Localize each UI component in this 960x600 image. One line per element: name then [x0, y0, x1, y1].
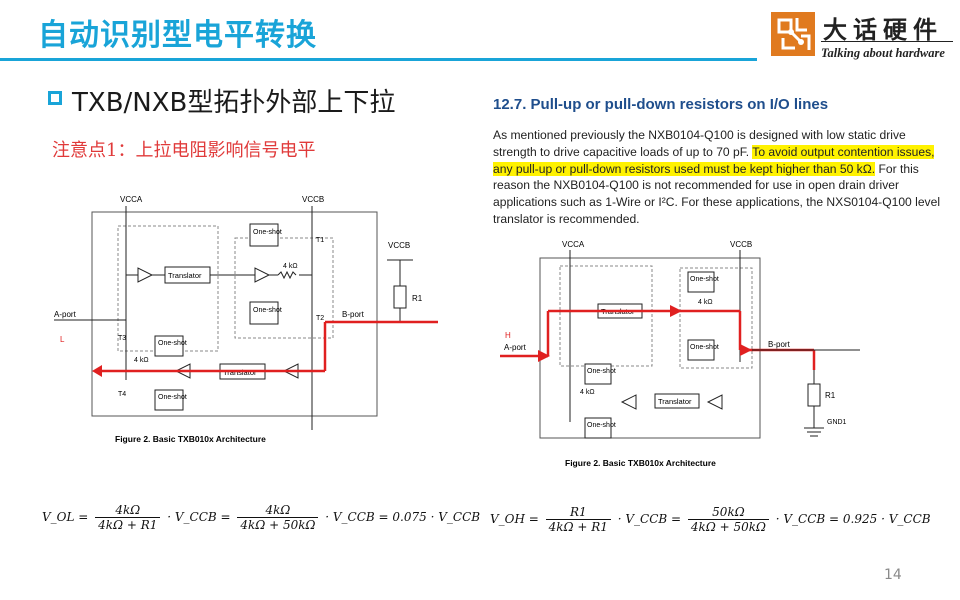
page-number: 14	[884, 567, 902, 583]
right-gnd-label: GND1	[827, 419, 847, 426]
right-buffer-bottom-icon	[620, 394, 637, 410]
bullet-text: TXB/NXB型拓扑外部上下拉	[72, 88, 396, 118]
right-arrow-mid-icon	[670, 305, 682, 317]
eq-left-f1-den: 4kΩ + R1	[98, 518, 158, 532]
eq-left-f2-num: 4kΩ	[237, 503, 319, 518]
left-a-port-label: A-port	[54, 310, 77, 319]
right-arrow-a-icon	[538, 350, 550, 362]
datasheet-section-title: 12.7. Pull-up or pull-down resistors on …	[493, 96, 829, 113]
right-oneshot-2: One-shot	[690, 344, 719, 351]
left-b-port-label: B-port	[342, 310, 365, 319]
left-signal-path	[102, 320, 438, 373]
eq-left-lhs: V_OL =	[42, 510, 89, 524]
left-oneshot-3: One-shot	[158, 340, 187, 347]
right-vccb-label: VCCB	[730, 240, 752, 249]
eq-right-lhs: V_OH =	[490, 512, 539, 526]
left-t2-label: T2	[316, 315, 324, 322]
para-part-2: For this reason the NXB0104-Q100 is not …	[493, 161, 941, 226]
bullet-heading: TXB/NXB型拓扑外部上下拉	[48, 82, 395, 119]
eq-left-f1-num: 4kΩ	[95, 503, 161, 518]
eq-right-f1-num: R1	[545, 505, 611, 520]
circuit-logo-icon	[771, 12, 815, 56]
slide-title: 自动识别型电平转换	[38, 18, 317, 53]
datasheet-paragraph: As mentioned previously the NXB0104-Q100…	[493, 127, 948, 228]
right-res-bottom-label: 4 kΩ	[580, 389, 595, 396]
left-translator-top-label: Translator	[168, 271, 202, 280]
right-b-port-label: B-port	[768, 340, 791, 349]
left-oneshot-1: One-shot	[253, 229, 282, 236]
left-oneshot-4: One-shot	[158, 394, 187, 401]
right-a-level: H	[505, 331, 511, 340]
right-buffer-bottom-b-icon	[706, 394, 723, 410]
eq-right-tail: · V_CCB = 0.925 · V_CCB	[775, 512, 931, 526]
left-t1-label: T1	[316, 237, 324, 244]
square-bullet-icon	[48, 90, 62, 105]
eq-right-f1-den: 4kΩ + R1	[548, 520, 608, 534]
left-buffer-b-icon	[254, 267, 271, 283]
left-buffer-top-icon	[137, 267, 154, 283]
logo-rule	[821, 41, 953, 42]
left-diagram-caption: Figure 2. Basic TXB010x Architecture	[115, 434, 266, 444]
note-text: 注意点1：上拉电阻影响信号电平	[52, 140, 316, 161]
left-res-top-label: 4 kΩ	[283, 263, 298, 270]
left-t3-label: T3	[118, 335, 126, 342]
left-arrow-icon	[92, 365, 102, 377]
right-oneshot-4: One-shot	[587, 422, 616, 429]
left-vccb-label: VCCB	[302, 195, 324, 204]
right-translator-bottom-label: Translator	[658, 397, 692, 406]
logo-english-text: Talking about hardware	[821, 46, 945, 60]
left-translator-bottom-label: Translator	[223, 368, 257, 377]
right-oneshot-3: One-shot	[587, 368, 616, 375]
left-r1-label: R1	[412, 294, 423, 303]
brand-logo: 大话硬件 Talking about hardware	[771, 8, 956, 64]
right-arrow-b-icon	[740, 344, 752, 356]
right-signal-path	[500, 309, 816, 370]
eq-right-f2-den: 4kΩ + 50kΩ	[690, 520, 766, 534]
left-oneshot-2: One-shot	[253, 307, 282, 314]
left-a-level: L	[60, 335, 65, 344]
right-vcca-label: VCCA	[562, 240, 585, 249]
left-vcca-label: VCCA	[120, 195, 143, 204]
para-part-1: As mentioned previously the NXB0104-Q100…	[493, 128, 906, 159]
left-t4-label: T4	[118, 391, 126, 398]
eq-left-mid: · V_CCB =	[167, 510, 231, 524]
right-a-port-label: A-port	[504, 343, 527, 352]
left-circuit-diagram: VCCA VCCB Translator One-shot One-shot 4…	[54, 195, 438, 444]
right-oneshot-1: One-shot	[690, 276, 719, 283]
right-diagram-caption: Figure 2. Basic TXB010x Architecture	[565, 458, 716, 468]
right-res-top-label: 4 kΩ	[698, 299, 713, 306]
left-r1-resistor	[393, 285, 407, 309]
right-r1-label: R1	[825, 391, 836, 400]
eq-right-mid: · V_CCB =	[617, 512, 682, 526]
title-divider	[0, 58, 757, 61]
left-res-bottom-label: 4 kΩ	[134, 357, 149, 364]
left-res-top-icon	[277, 270, 297, 280]
left-vccb-ext-label: VCCB	[388, 241, 410, 250]
eq-right-f2-num: 50kΩ	[687, 505, 769, 520]
logo-chinese-text: 大话硬件	[823, 15, 943, 44]
eq-left-f2-den: 4kΩ + 50kΩ	[240, 518, 316, 532]
right-r1-resistor	[807, 383, 821, 407]
right-circuit-diagram: VCCA VCCB One-shot One-shot Translator 4…	[500, 240, 860, 468]
eq-left-tail: · V_CCB = 0.075 · V_CCB	[325, 510, 481, 524]
